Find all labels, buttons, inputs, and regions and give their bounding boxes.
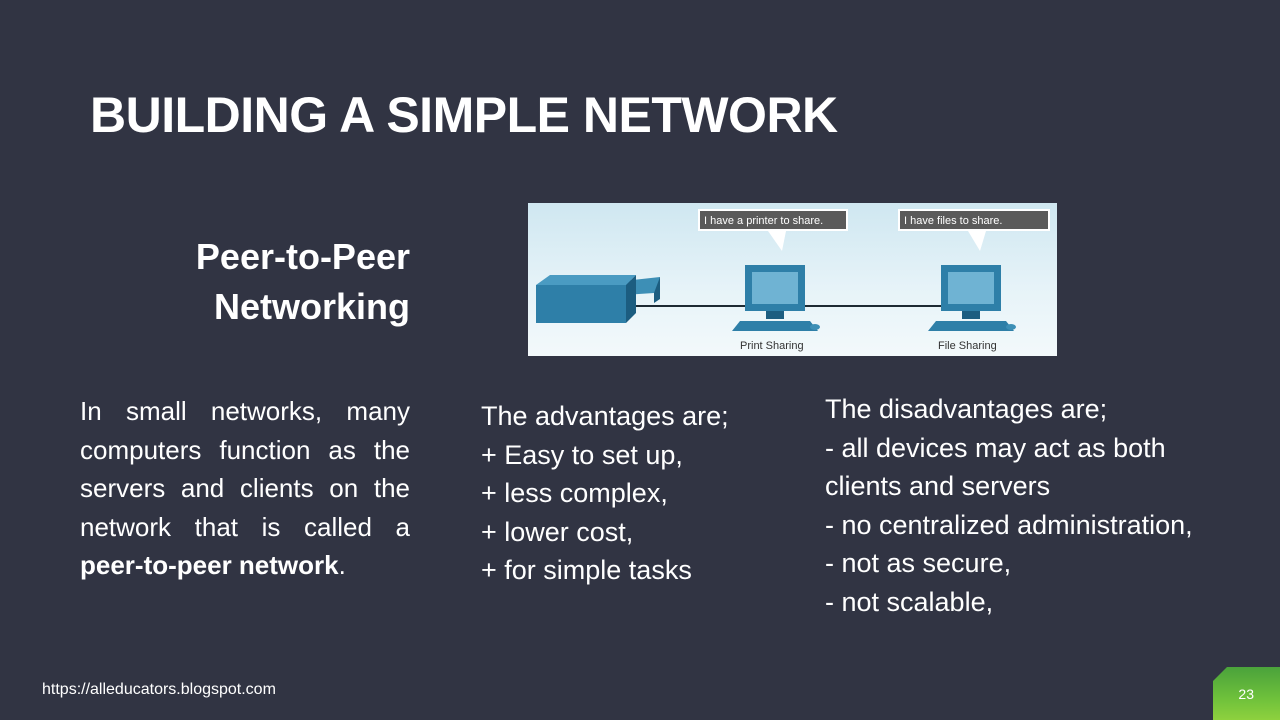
- disadvantage-item: - all devices may act as both: [825, 432, 1166, 463]
- computer-icon-file-sharing: [928, 265, 1016, 331]
- network-diagram: I have a printer to share. I have files …: [536, 209, 1050, 352]
- callout-files: I have files to share.: [898, 209, 1050, 251]
- callout-printer-text: I have a printer to share.: [704, 215, 823, 227]
- callout-printer: I have a printer to share.: [698, 209, 848, 251]
- advantages-list: The advantages are; + Easy to set up, + …: [481, 397, 729, 590]
- intro-bold-term: peer-to-peer network: [80, 550, 339, 581]
- disadvantages-list: The disadvantages are; - all devices may…: [825, 390, 1193, 622]
- intro-end: .: [338, 550, 346, 581]
- computer-icon-print-sharing: [732, 265, 820, 331]
- slide-title: BUILDING A SIMPLE NETWORK: [90, 87, 838, 143]
- advantage-item: + Easy to set up,: [481, 439, 683, 470]
- intro-text: In small networks, many computers functi…: [80, 396, 410, 542]
- page-number: 23: [1238, 686, 1254, 702]
- footer-url: https://alleducators.blogspot.com: [42, 681, 276, 698]
- advantages-heading: The advantages are;: [481, 401, 729, 431]
- subtitle-line-2: Networking: [213, 286, 410, 327]
- callout-files-text: I have files to share.: [904, 215, 1002, 227]
- disadvantages-heading: The disadvantages are;: [825, 394, 1108, 424]
- disadvantage-item: - no centralized administration,: [825, 509, 1193, 540]
- disadvantage-item: clients and servers: [825, 471, 1051, 502]
- subtitle-line-1: Peer-to-Peer: [195, 236, 410, 277]
- intro-paragraph: In small networks, many computers functi…: [80, 392, 410, 585]
- advantage-item: + lower cost,: [481, 516, 634, 547]
- advantage-item: + for simple tasks: [481, 555, 692, 586]
- page-number-badge: 23: [1213, 667, 1280, 720]
- section-subtitle: Peer-to-Peer Networking: [120, 232, 410, 332]
- peer-to-peer-figure: I have a printer to share. I have files …: [528, 203, 1057, 356]
- caption-print-sharing: Print Sharing: [740, 340, 804, 352]
- disadvantage-item: - not scalable,: [825, 586, 994, 617]
- caption-file-sharing: File Sharing: [938, 340, 997, 352]
- advantage-item: + less complex,: [481, 478, 668, 509]
- printer-icon: [536, 275, 660, 323]
- disadvantage-item: - not as secure,: [825, 548, 1012, 579]
